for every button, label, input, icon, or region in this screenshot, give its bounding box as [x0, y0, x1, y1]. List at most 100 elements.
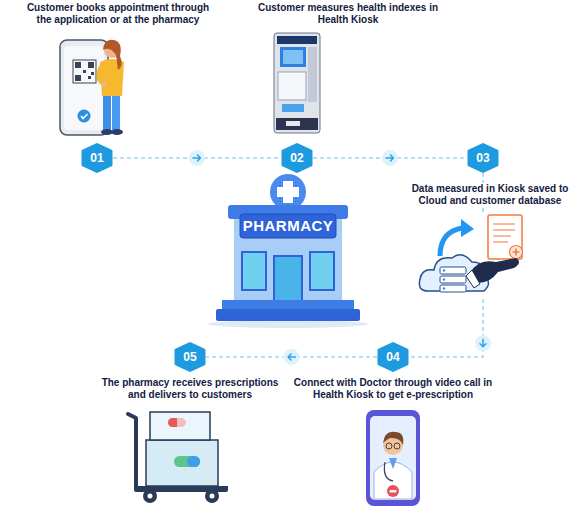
doctor-call-illustration — [366, 410, 420, 506]
step-number: 04 — [386, 351, 399, 363]
doctor-call-illustration — [370, 416, 416, 500]
pharmacy-building — [216, 309, 360, 321]
booking-illustration — [73, 60, 96, 83]
kiosk-illustration — [276, 118, 318, 130]
step-hexagon: 01 — [81, 143, 113, 173]
hexagon-shape — [283, 145, 311, 172]
step-caption: The pharmacy receives prescriptions and … — [98, 377, 282, 401]
delivery-cart-illustration — [146, 440, 218, 486]
doctor-call-illustration — [386, 443, 392, 449]
flow-connector-group — [313, 150, 467, 166]
delivery-cart-illustration — [168, 418, 186, 427]
booking-illustration — [101, 81, 106, 86]
cloud-database-illustration — [440, 276, 466, 283]
booking-illustration — [112, 92, 120, 130]
step-caption: Data measured in Kiosk saved to Cloud an… — [404, 183, 576, 207]
doctor-call-illustration — [389, 458, 397, 469]
cloud-database-illustration — [466, 270, 480, 288]
cloud-database-illustration — [440, 285, 466, 292]
booking-illustration — [103, 40, 122, 70]
cloud-database-illustration — [415, 212, 540, 298]
cloud-database-illustration — [443, 287, 445, 289]
cloud-database-illustration — [440, 228, 462, 256]
delivery-cart-illustration — [143, 489, 157, 503]
pharmacy-building — [310, 252, 334, 290]
arrow-circle — [284, 349, 300, 365]
step-number: 03 — [476, 152, 489, 164]
cloud-database-illustration — [510, 246, 523, 259]
step-hexagon: 03 — [467, 143, 499, 173]
doctor-call-illustration — [366, 410, 420, 506]
delivery-cart-illustration — [128, 414, 226, 490]
arrow-glyph — [386, 155, 394, 161]
hexagon-shape — [469, 145, 497, 172]
hexagon-shape — [176, 344, 204, 371]
arrow-head — [189, 150, 205, 166]
arrow-circle — [189, 150, 205, 166]
booking-illustration — [88, 76, 91, 79]
arrow-glyph — [288, 354, 296, 360]
kiosk-illustration — [277, 36, 317, 44]
delivery-cart-illustration — [187, 456, 200, 467]
step-hexagon: 04 — [377, 342, 409, 372]
arrow-head — [284, 349, 300, 365]
kiosk-illustration — [282, 104, 304, 112]
pharmacy-building — [208, 320, 368, 328]
booking-illustration — [99, 66, 104, 84]
cloud-database-illustration — [440, 267, 466, 274]
cloud-database-illustration — [443, 269, 445, 271]
step-number: 02 — [290, 152, 303, 164]
delivery-cart-illustration — [177, 418, 186, 427]
booking-illustration — [111, 129, 123, 135]
booking-illustration — [75, 75, 81, 81]
kiosk-illustration — [283, 50, 303, 64]
cloud-database-illustration — [415, 212, 540, 298]
booking-illustration — [81, 114, 88, 119]
booking-illustration — [64, 46, 104, 130]
arrow-circle — [382, 150, 398, 166]
pharmacy-building — [242, 252, 266, 290]
doctor-call-illustration — [384, 462, 393, 481]
step-hexagon: 02 — [281, 143, 313, 173]
delivery-cart-illustration — [150, 412, 210, 440]
cloud-database-illustration — [488, 215, 522, 259]
pharmacy-building — [208, 174, 368, 328]
step-caption: Customer measures health indexes in Heal… — [246, 2, 450, 26]
pharmacy-building — [270, 174, 306, 210]
arrow-glyph — [480, 339, 486, 347]
pharmacy-sign-text: PHARMACY — [240, 214, 336, 238]
arrow-head — [382, 150, 398, 166]
arrow-glyph — [193, 155, 201, 161]
delivery-cart-illustration — [210, 494, 215, 499]
delivery-cart-illustration — [174, 456, 200, 467]
booking-illustration — [103, 92, 111, 130]
pharmacy-building — [274, 256, 302, 302]
delivery-cart-illustration — [205, 489, 219, 503]
arrow-head — [475, 335, 491, 351]
arrow-circle — [475, 335, 491, 351]
booking-illustration — [83, 70, 86, 73]
hexagon-shape — [379, 344, 407, 371]
step-number: 05 — [183, 351, 196, 363]
delivery-cart-illustration — [128, 412, 228, 503]
step-hexagon: 05 — [174, 342, 206, 372]
cloud-database-illustration — [513, 249, 520, 256]
booking-illustration — [60, 40, 124, 135]
booking-illustration — [91, 72, 94, 75]
kiosk-illustration — [286, 121, 300, 126]
cloud-database-illustration — [493, 224, 515, 242]
cloud-database-illustration — [461, 219, 474, 237]
kiosk-illustration — [280, 47, 306, 67]
hexagon-shape — [83, 145, 111, 172]
kiosk-illustration — [278, 72, 306, 100]
booking-illustration — [60, 40, 108, 135]
kiosk-illustration — [274, 33, 320, 133]
kiosk-illustration — [308, 47, 317, 102]
step-caption: Customer books appointment through the a… — [20, 2, 216, 26]
booking-illustration — [78, 110, 91, 123]
flow-connector-group — [113, 150, 281, 166]
booking-illustration — [88, 62, 94, 68]
delivery-cart-illustration — [148, 494, 153, 499]
